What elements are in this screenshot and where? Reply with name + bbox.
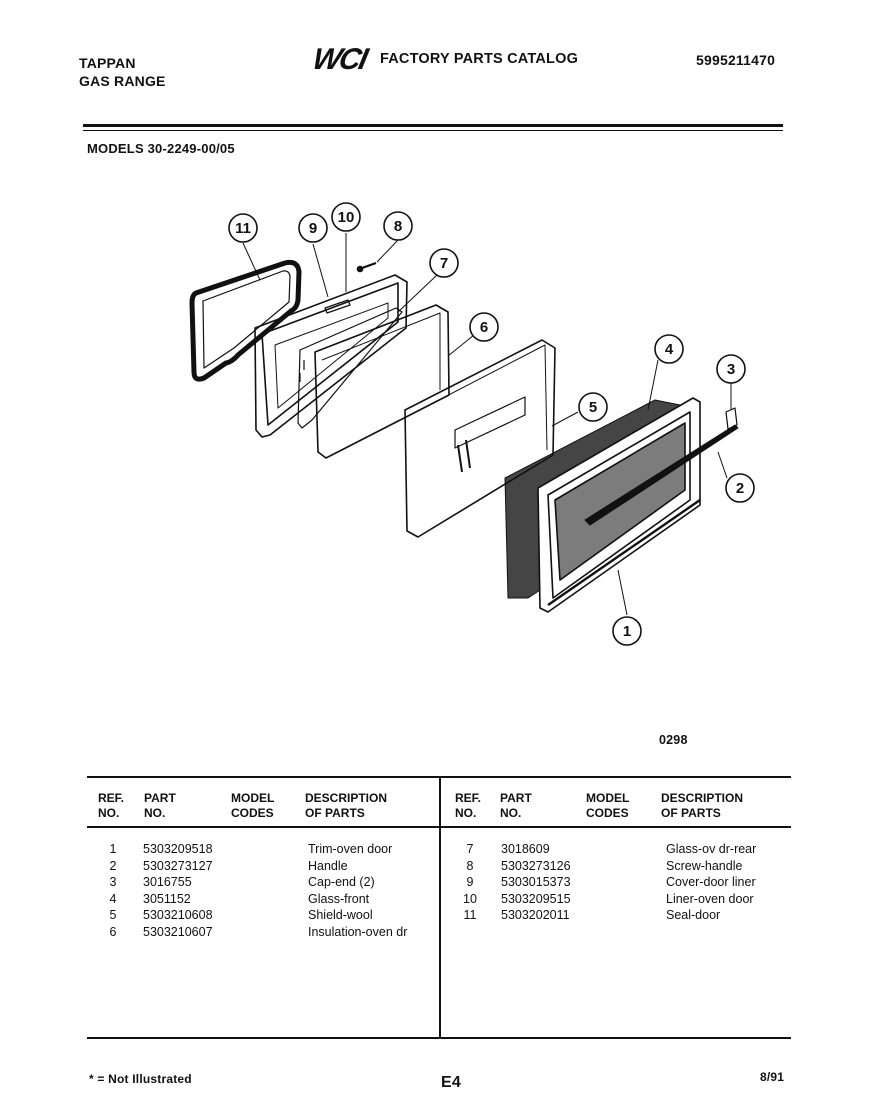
callout-circle-1 xyxy=(612,616,642,646)
footnote: * = Not Illustrated xyxy=(89,1072,192,1086)
glass-rear-part xyxy=(297,307,403,429)
right-part-cell: 3018609 xyxy=(501,842,550,856)
callout-4: 4 xyxy=(665,341,674,358)
callout-circle-11 xyxy=(228,213,258,243)
right-ref-cell: 9 xyxy=(466,875,474,890)
left-part-cell: 5303210608 xyxy=(143,908,213,923)
left-desc-cell: Insulation-oven dr xyxy=(308,925,408,939)
right-desc-cell: Liner-oven door xyxy=(666,891,754,906)
left-ref-cell: 6 xyxy=(109,925,117,939)
left-desc-cell: Cap-end (2) xyxy=(308,875,375,890)
header-ref-left: REF.NO. xyxy=(98,791,125,820)
liner-oven-door-part xyxy=(254,274,408,438)
callout-8: 8 xyxy=(394,218,402,235)
right-part-cell: 5303273126 xyxy=(501,858,571,873)
table-divider xyxy=(439,776,441,1038)
brand-line-1: TAPPAN xyxy=(79,55,136,71)
insulation-part xyxy=(314,304,450,459)
callout-circle-3 xyxy=(716,354,746,384)
catalog-title: FACTORY PARTS CATALOG xyxy=(380,51,579,67)
left-desc-cell: Shield-wool xyxy=(308,908,373,923)
page-code: E4 xyxy=(441,1074,461,1091)
callout-circle-4 xyxy=(654,334,684,364)
seal-door-part xyxy=(189,259,302,382)
left-part-cell: 3051152 xyxy=(143,891,191,906)
screw-handle-part xyxy=(356,261,377,273)
left-ref-cell: 1 xyxy=(109,842,117,856)
callout-circle-2 xyxy=(725,473,755,503)
right-ref-cell: 8 xyxy=(466,858,474,873)
left-part-cell: 3016755 xyxy=(143,875,192,890)
callout-2: 2 xyxy=(736,480,744,497)
header-rule-thin xyxy=(83,130,783,131)
right-part-cell: 5303015373 xyxy=(501,875,571,890)
left-ref-cell: 2 xyxy=(109,858,117,873)
left-desc-cell: Glass-front xyxy=(308,891,370,906)
left-part-cell: 5303210607 xyxy=(143,925,213,939)
callout-circle-10 xyxy=(331,202,361,232)
header-rule-thick xyxy=(83,124,783,127)
callout-circle-5 xyxy=(578,392,608,422)
callout-7: 7 xyxy=(440,255,448,272)
brand-line-2: GAS RANGE xyxy=(79,73,166,89)
catalog-number: 5995211470 xyxy=(696,52,776,68)
callout-11: 11 xyxy=(235,220,251,237)
table-bottom-rule xyxy=(87,1037,791,1039)
callout-circle-9 xyxy=(298,213,328,243)
left-part-cell: 5303273127 xyxy=(143,858,213,873)
figure-code: 0298 xyxy=(659,733,688,747)
right-desc-cell: Screw-handle xyxy=(666,858,743,873)
right-desc-cell: Glass-ov dr-rear xyxy=(666,842,757,856)
right-ref-cell: 7 xyxy=(466,842,474,856)
callout-circle-6 xyxy=(469,312,499,342)
models-label: MODELS 30-2249-00/05 xyxy=(87,141,235,156)
right-part-cell: 5303209515 xyxy=(501,891,571,906)
callout-circle-8 xyxy=(383,211,413,241)
left-ref-cell: 3 xyxy=(109,875,117,890)
left-desc-cell: Handle xyxy=(308,858,348,873)
callout-6: 6 xyxy=(480,319,488,336)
callout-1: 1 xyxy=(623,623,631,640)
callout-3: 3 xyxy=(727,361,735,378)
exploded-door-diagram: 11 9 10 8 7 6 5 4 3 2 1 xyxy=(189,202,755,646)
print-date: 8/91 xyxy=(760,1070,785,1084)
callout-10: 10 xyxy=(338,209,355,226)
left-ref-cell: 5 xyxy=(109,908,117,923)
left-part-cell: 5303209518 xyxy=(143,842,213,856)
header-ref-right: REF.NO. xyxy=(455,791,482,820)
right-ref-cell: 11 xyxy=(463,908,477,923)
right-ref-cell: 10 xyxy=(463,891,477,906)
callout-9: 9 xyxy=(309,220,317,237)
left-ref-cell: 4 xyxy=(109,891,117,906)
right-desc-cell: Seal-door xyxy=(666,908,721,923)
handle-part xyxy=(584,407,739,526)
callout-5: 5 xyxy=(589,399,597,416)
left-desc-cell: Trim-oven door xyxy=(308,842,393,856)
right-part-cell: 5303202011 xyxy=(501,908,570,923)
callout-circle-7 xyxy=(429,248,459,278)
right-desc-cell: Cover-door liner xyxy=(666,875,756,890)
